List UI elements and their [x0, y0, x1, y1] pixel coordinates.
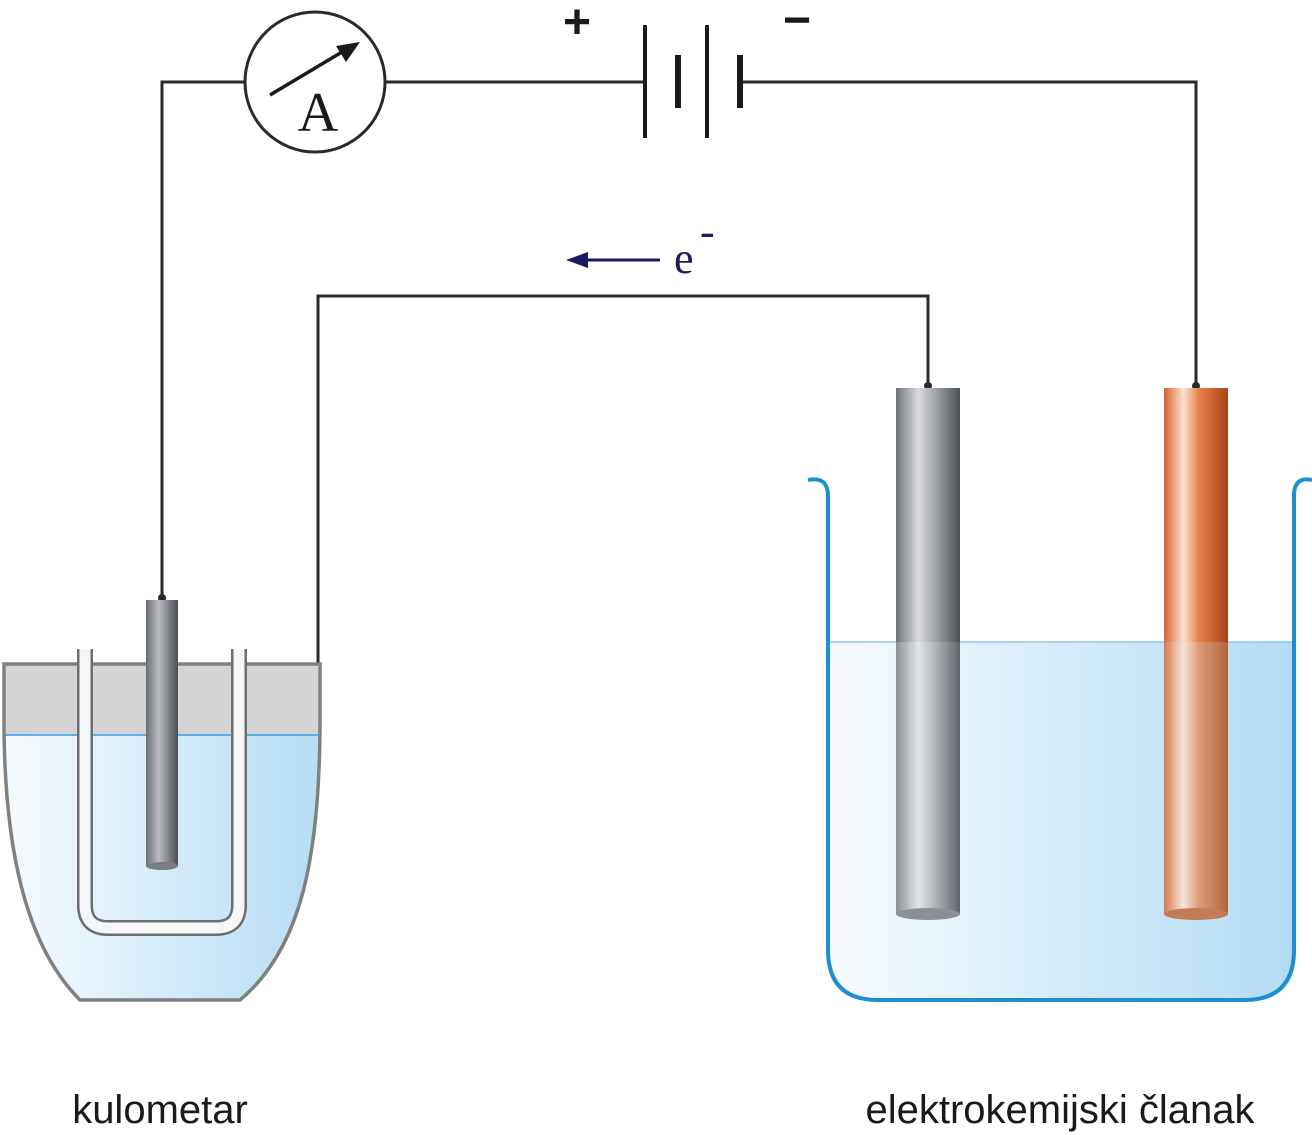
wire-grey-to-coulometer: [316, 294, 930, 664]
ammeter-symbol: A: [298, 82, 339, 144]
coulometer-electrode-tip: [146, 862, 178, 870]
grey-electrode: [896, 388, 960, 642]
coulometer-label: kulometar: [72, 1088, 248, 1132]
electron-charge: -: [700, 207, 715, 256]
circuit-wires: [158, 80, 1200, 664]
wire-battery-to-copper: [740, 80, 1198, 386]
grey-electrode-tip: [896, 908, 960, 920]
coulometer: [2, 600, 322, 1002]
copper-electrode-tip: [1164, 908, 1228, 920]
copper-electrode-submerged: [1164, 642, 1228, 914]
coulometer-u-tube-inner: [79, 649, 245, 934]
electrochemical-cell-label: elektrokemijski članak: [865, 1088, 1255, 1132]
electron-arrow-head: [566, 252, 588, 268]
ammeter-needle-arrowhead: [336, 42, 360, 62]
coulometer-vessel: [2, 662, 322, 1002]
battery-negative-sign: −: [783, 0, 811, 47]
grey-electrode-submerged: [896, 642, 960, 914]
electrochemical-cell: [807, 388, 1312, 1002]
wire-coulometer-to-ammeter: [160, 80, 245, 598]
ammeter-needle: [269, 50, 343, 97]
battery-positive-sign: +: [563, 0, 591, 49]
cell-beaker: [807, 477, 1312, 1002]
battery: + −: [563, 0, 811, 138]
ammeter: A: [243, 10, 387, 154]
coulometer-electrode: [146, 600, 178, 866]
electron-symbol: e: [674, 234, 694, 283]
electron-flow: e -: [566, 207, 715, 283]
copper-electrode: [1164, 388, 1228, 642]
